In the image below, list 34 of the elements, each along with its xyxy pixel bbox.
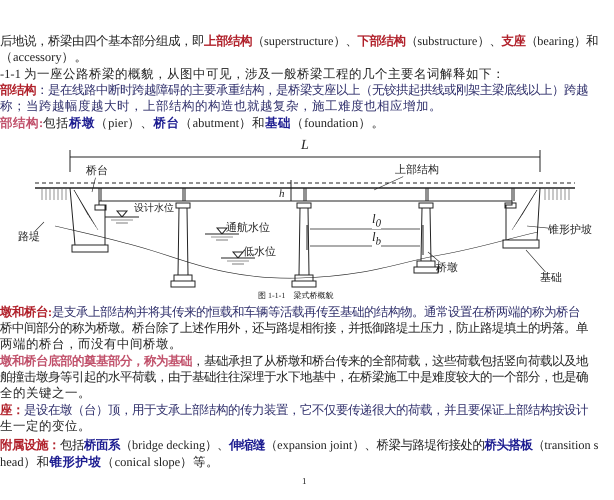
leader-line [428, 252, 440, 262]
paragraph-line: 两端的桥台，而没有中间桥墩。 [0, 337, 182, 352]
paragraph-line: 生一定的变位。 [0, 419, 91, 434]
part-label: 基础 [540, 272, 562, 285]
paragraph-line: head）和锥形护坡（conical slope）等。 [0, 455, 220, 470]
dimension-label: l$_{0}$ [372, 212, 382, 230]
paragraph-line: 称；当跨越幅度越大时，上部结构的构造也就越复杂，施工难度也相应增加。 [0, 99, 442, 114]
paragraph-line: 部结构：是在线路中断时跨越障碍的主要承重结构，是桥梁支座以上（无铰拱起拱线或刚架主梁底线以上）跨越 [0, 83, 588, 98]
figure-caption: 图 1-1-1 梁式桥概貌 [258, 291, 334, 300]
leader-line [374, 176, 404, 190]
leader-line [526, 226, 548, 228]
paragraph-line: 舶撞击墩身等引起的水平荷载，由于基础往往深埋于水下地基中，在桥梁施工中是难度较大的一个部分，也是确 [0, 370, 588, 384]
part-label: 上部结构 [395, 164, 439, 177]
paragraph-line: 附属设施：包括桥面系（bridge decking）、伸缩缝（expansion joint）、桥梁与路堤衔接处的桥头搭板（transition s [0, 438, 598, 452]
paragraph-line: 座：是设在墩（台）顶，用于支承上部结构的传力装置，它不仅要传递很大的荷载，并且要保证上部结构按设计 [0, 403, 588, 418]
part-label: 路堤 [18, 231, 40, 244]
paragraph-line: -1-1 为一座公路桥梁的概貌，从图中可见，涉及一般桥梁工程的几个主要名词解释如下： [0, 67, 505, 82]
paragraph-line: 后地说，桥梁由四个基本部分组成，即上部结构（superstructure）、下部结构（substructure）、支座（bearing）和 [0, 34, 598, 48]
paragraph-line: 部结构:包括桥墩（pier）、桥台（abutment）和基础（foundation）。 [0, 116, 384, 130]
dimension-label: l$_{b}$ [372, 230, 382, 248]
part-label: 锥形护坡 [548, 224, 592, 237]
paragraph-line: （accessory）。 [0, 50, 88, 64]
water-level-label: 通航水位 [226, 222, 270, 235]
paragraph-line: 全的关键之一。 [0, 386, 91, 400]
water-level-label: 低水位 [243, 246, 276, 259]
paragraph-line: 桥中间部分的称为桥墩。桥台除了上述作用外，还与路堤相衔接，并抵御路堤土压力，防止路堤填土的坍落。单 [0, 321, 588, 336]
page-number: 1 [302, 476, 306, 486]
part-label: 桥台 [86, 165, 108, 178]
leader-line [92, 177, 96, 192]
part-label: 桥墩 [436, 262, 458, 275]
leader-line [34, 222, 44, 232]
leader-line [526, 250, 546, 272]
dimension-label: h [279, 189, 284, 200]
water-level-label: 设计水位 [134, 203, 174, 214]
